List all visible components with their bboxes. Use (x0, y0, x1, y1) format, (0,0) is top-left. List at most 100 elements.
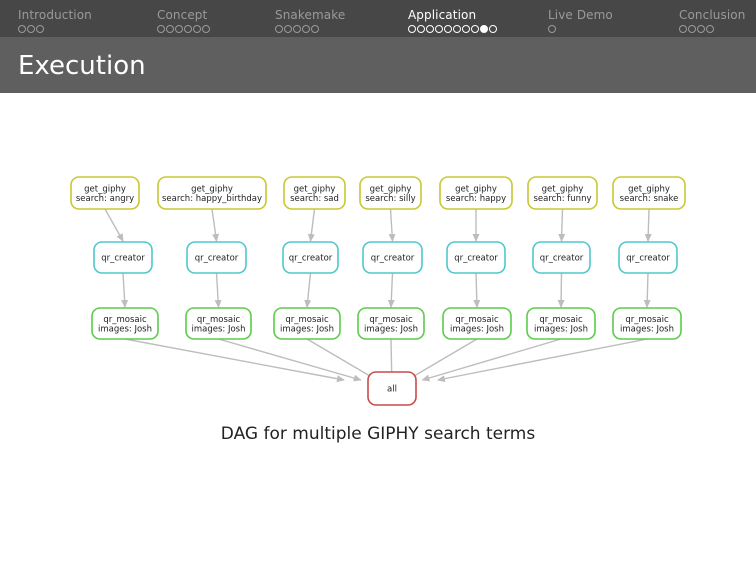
nav-label: Concept (157, 8, 208, 22)
node-get-giphy-label: search: sad (290, 194, 339, 204)
nav-dots[interactable] (275, 25, 320, 34)
node-qr-mosaic-label: qr_mosaic (625, 315, 669, 325)
nav-slide-dot[interactable] (489, 25, 497, 33)
nav-slide-dot[interactable] (435, 25, 443, 33)
node-get-giphy-label: get_giphy (191, 184, 233, 194)
nav-label: Introduction (18, 8, 92, 22)
nav-slide-dot[interactable] (293, 25, 301, 33)
nav-slide-dot[interactable] (706, 25, 714, 33)
node-qr-creator-label: qr_creator (195, 254, 239, 264)
node-qr-creator: qr_creator (446, 241, 506, 274)
node-get-giphy-label: get_giphy (542, 184, 584, 194)
dag-edge (214, 272, 222, 308)
node-get-giphy-label: search: happy_birthday (162, 194, 262, 204)
node-qr-mosaic-box (442, 307, 512, 340)
nav-slide-dot[interactable] (166, 25, 174, 33)
node-qr-mosaic-box (91, 307, 159, 340)
nav-slide-dot[interactable] (184, 25, 192, 33)
nav-slide-dot[interactable] (453, 25, 461, 33)
nav-slide-dot[interactable] (444, 25, 452, 33)
nav-slide-dot[interactable] (18, 25, 26, 33)
node-qr-creator: qr_creator (618, 241, 678, 274)
dag-edge (218, 338, 362, 382)
nav-slide-dot[interactable] (311, 25, 319, 33)
nav-dots[interactable] (157, 25, 211, 34)
nav-slide-dot[interactable] (157, 25, 165, 33)
node-all-label: all (387, 385, 397, 395)
node-qr-mosaic-label: images: Josh (280, 324, 334, 334)
node-qr-creator-label: qr_creator (454, 254, 498, 264)
nav-dots[interactable] (408, 25, 498, 34)
nav-slide-dot[interactable] (284, 25, 292, 33)
dag-edge (643, 272, 651, 308)
nav-slide-dot[interactable] (36, 25, 44, 33)
node-get-giphy-box (283, 176, 346, 210)
nav-label: Live Demo (548, 8, 613, 22)
node-qr-creator-box (93, 241, 153, 274)
nav-slide-dot[interactable] (302, 25, 310, 33)
nav-slide-dot[interactable] (426, 25, 434, 33)
node-get-giphy-label: search: funny (534, 194, 592, 204)
nav-slide-dot[interactable] (275, 25, 283, 33)
node-qr-creator-label: qr_creator (626, 254, 670, 264)
dag-edge (104, 208, 124, 242)
node-qr-creator-box (282, 241, 339, 274)
dag-edge (121, 272, 129, 308)
nav-dots[interactable] (548, 25, 557, 34)
dag-edge (421, 338, 562, 382)
dag-edge (557, 272, 565, 308)
node-qr-creator-box (446, 241, 506, 274)
node-get-giphy-label: search: silly (365, 194, 415, 204)
nav-slide-dot[interactable] (202, 25, 210, 33)
node-get-giphy-box (70, 176, 140, 210)
node-qr-mosaic-label: images: Josh (192, 324, 246, 334)
nav-slide-dot[interactable] (462, 25, 470, 33)
nav-slide-dot[interactable] (688, 25, 696, 33)
node-qr-mosaic-label: images: Josh (450, 324, 504, 334)
nav-label: Conclusion (679, 8, 746, 22)
node-qr-creator-label: qr_creator (540, 254, 584, 264)
node-get-giphy-label: search: happy (446, 194, 506, 204)
node-qr-mosaic-label: qr_mosaic (369, 315, 413, 325)
dag-edge (124, 338, 345, 383)
nav-slide-dot[interactable] (417, 25, 425, 33)
dag-edge (406, 338, 478, 381)
nav-slide-dot[interactable] (408, 25, 416, 33)
nav-slide-dot[interactable] (697, 25, 705, 33)
dag-edge (436, 338, 648, 383)
node-qr-creator: qr_creator (186, 241, 247, 274)
node-get-giphy-box (359, 176, 422, 210)
nav-dots[interactable] (18, 25, 45, 34)
dag-edge (644, 208, 652, 242)
nav-slide-dot[interactable] (679, 25, 687, 33)
node-qr-mosaic-label: qr_mosaic (285, 315, 329, 325)
nav-slide-dot[interactable] (471, 25, 479, 33)
node-all-box (367, 371, 417, 406)
nav-slide-dot[interactable] (548, 25, 556, 33)
node-qr-creator-label: qr_creator (289, 254, 333, 264)
nav-slide-dot[interactable] (193, 25, 201, 33)
nav-slide-dot[interactable] (27, 25, 35, 33)
nav-slide-dot[interactable] (175, 25, 183, 33)
node-qr-creator-box (362, 241, 423, 274)
node-qr-creator-label: qr_creator (101, 254, 145, 264)
nav-label: Snakemake (275, 8, 346, 22)
node-qr-mosaic-box (526, 307, 596, 340)
dag-edge (306, 338, 378, 381)
nav-dots[interactable] (679, 25, 715, 34)
node-qr-mosaic-label: images: Josh (620, 324, 674, 334)
node-qr-mosaic-box (612, 307, 682, 340)
node-qr-mosaic-box (357, 307, 425, 340)
nav-slide-dot[interactable] (480, 25, 488, 33)
